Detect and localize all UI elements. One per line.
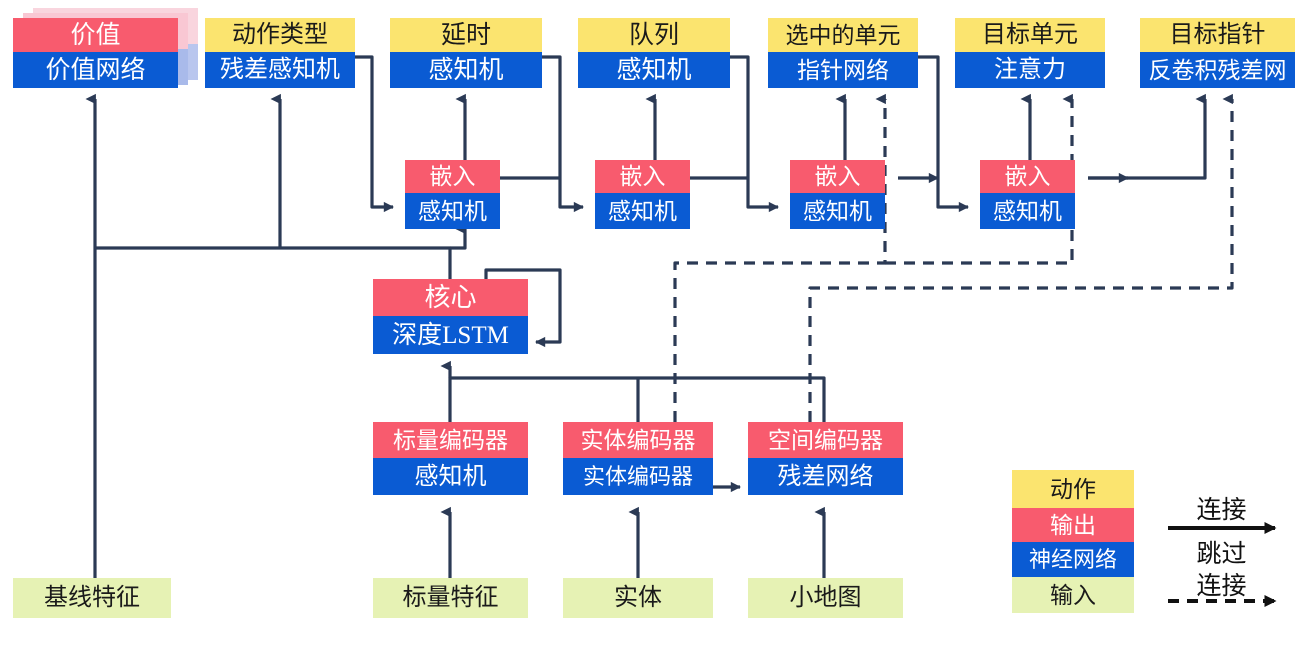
solid-connections [85, 55, 1207, 578]
input-baseline-features-label: 基线特征 [13, 578, 171, 618]
node-target-unit-bottom-label: 注意力 [955, 52, 1105, 88]
skip-spatialenc-to-targetpoint [808, 93, 1234, 422]
node-embed-4-top-label: 嵌入 [980, 160, 1075, 193]
input-scalar-features[interactable]: 标量特征 [373, 578, 528, 618]
node-entity-encoder[interactable]: 实体编码器 实体编码器 [563, 422, 713, 495]
input-entities[interactable]: 实体 [563, 578, 713, 618]
node-embed-2-bottom-label: 感知机 [595, 193, 690, 229]
node-embed-2[interactable]: 嵌入 感知机 [595, 160, 690, 229]
legend-skip-connection-label-line1: 跳过 [1196, 541, 1247, 568]
node-delay-top-label: 延时 [390, 18, 542, 52]
node-delay[interactable]: 延时 感知机 [390, 18, 542, 88]
skip-connections [673, 93, 1234, 422]
input-entities-label: 实体 [563, 578, 713, 618]
legend-swatch-output: 输出 [1012, 508, 1134, 542]
legend-skip-connection-label-line2: 连接 [1196, 573, 1247, 600]
edge-core-self-loop [484, 268, 562, 348]
node-core[interactable]: 核心 深度LSTM [373, 279, 528, 354]
node-core-bottom-label: 深度LSTM [373, 316, 528, 354]
node-embed-1-bottom-label: 感知机 [405, 193, 500, 229]
edge-core-to-embed1 [450, 223, 467, 250]
node-embed-3-bottom-label: 感知机 [790, 193, 885, 229]
node-queued[interactable]: 队列 感知机 [578, 18, 730, 88]
skip-entityenc-to-targetunit [885, 93, 1074, 265]
node-embed-3[interactable]: 嵌入 感知机 [790, 160, 885, 229]
node-queued-top-label: 队列 [578, 18, 730, 52]
legend-swatches: 动作 输出 神经网络 输入 [1012, 470, 1134, 613]
node-delay-bottom-label: 感知机 [390, 52, 542, 88]
node-embed-3-top-label: 嵌入 [790, 160, 885, 193]
node-embed-2-top-label: 嵌入 [595, 160, 690, 193]
skip-entityenc-to-selectedunits [673, 93, 887, 422]
legend-arrows [1168, 522, 1277, 607]
node-spatial-encoder-top-label: 空间编码器 [748, 422, 903, 458]
node-action-type-bottom-label: 残差感知机 [205, 52, 355, 88]
edge-queued-to-embed3 [730, 55, 779, 213]
node-embed-4[interactable]: 嵌入 感知机 [980, 160, 1075, 229]
node-spatial-encoder-bottom-label: 残差网络 [748, 458, 903, 495]
node-entity-encoder-top-label: 实体编码器 [563, 422, 713, 458]
edge-selectedunits-to-embed4 [918, 55, 969, 213]
node-selected-units[interactable]: 选中的单元 指针网络 [768, 18, 918, 88]
node-scalar-encoder[interactable]: 标量编码器 感知机 [373, 422, 528, 495]
legend-swatch-action: 动作 [1012, 470, 1134, 508]
legend-connection-label: 连接 [1196, 497, 1247, 524]
input-minimap-label: 小地图 [748, 578, 903, 618]
node-embed-4-bottom-label: 感知机 [980, 193, 1075, 229]
node-selected-units-top-label: 选中的单元 [768, 18, 918, 52]
node-scalar-encoder-bottom-label: 感知机 [373, 458, 528, 495]
edge-core-to-value-bus [95, 246, 452, 279]
node-action-type-top-label: 动作类型 [205, 18, 355, 52]
legend-swatch-input: 输入 [1012, 577, 1134, 613]
node-spatial-encoder[interactable]: 空间编码器 残差网络 [748, 422, 903, 495]
legend-swatch-neural-network: 神经网络 [1012, 542, 1134, 577]
node-core-top-label: 核心 [373, 279, 528, 316]
node-embed-1-top-label: 嵌入 [405, 160, 500, 193]
node-target-unit-top-label: 目标单元 [955, 18, 1105, 52]
node-action-type[interactable]: 动作类型 残差感知机 [205, 18, 355, 88]
node-selected-units-bottom-label: 指针网络 [768, 52, 918, 88]
input-scalar-features-label: 标量特征 [373, 578, 528, 618]
node-target-point-bottom-label: 反卷积残差网 [1140, 52, 1295, 88]
node-scalar-encoder-top-label: 标量编码器 [373, 422, 528, 458]
input-baseline-features[interactable]: 基线特征 [13, 578, 171, 618]
edge-embed4-to-targetpoint [1088, 93, 1207, 180]
node-entity-encoder-bottom-label: 实体编码器 [563, 458, 713, 495]
node-value[interactable]: 价值 价值网络 [13, 18, 178, 88]
node-value-bottom-label: 价值网络 [13, 52, 178, 88]
edge-delay-to-embed2 [542, 55, 584, 213]
node-target-unit[interactable]: 目标单元 注意力 [955, 18, 1105, 88]
input-minimap[interactable]: 小地图 [748, 578, 903, 618]
node-target-point[interactable]: 目标指针 反卷积残差网 [1140, 18, 1295, 88]
node-target-point-top-label: 目标指针 [1140, 18, 1295, 52]
node-queued-bottom-label: 感知机 [578, 52, 730, 88]
edge-actiontype-to-embed1 [355, 55, 394, 213]
node-value-top-label: 价值 [13, 18, 178, 52]
node-embed-1[interactable]: 嵌入 感知机 [405, 160, 500, 229]
